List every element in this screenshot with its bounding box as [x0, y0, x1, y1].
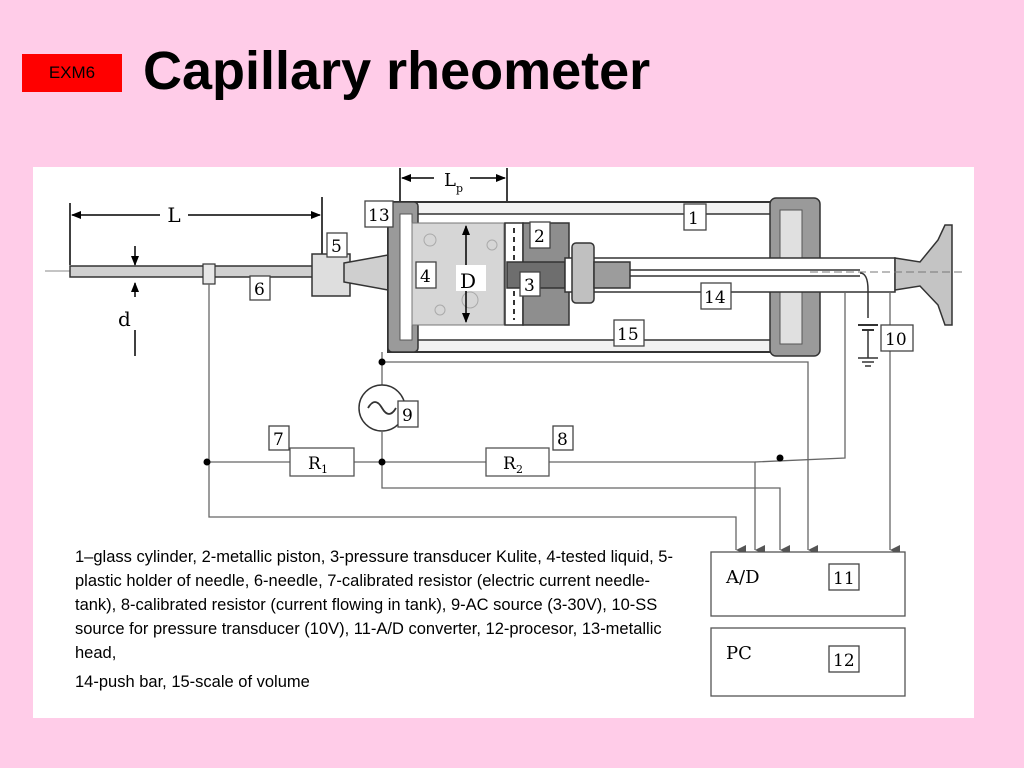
callout-11: 11 [828, 563, 860, 591]
slide-badge: EXM6 [22, 54, 122, 92]
callout-1: 1 [683, 203, 707, 231]
resistor-r2: R 2 [485, 447, 550, 477]
legend-line-2: 14-push bar, 15-scale of volume [75, 673, 310, 691]
needle-holder [311, 253, 389, 297]
svg-text:A/D: A/D [725, 567, 760, 588]
svg-text:13: 13 [368, 206, 390, 226]
svg-text:5: 5 [331, 237, 342, 257]
callout-5: 5 [326, 232, 348, 258]
svg-text:10: 10 [885, 330, 907, 350]
resistor-r1: R 1 [289, 447, 355, 477]
callout-15: 15 [613, 319, 645, 347]
legend-line-1: 1–glass cylinder, 2-metallic piston, 3-p… [75, 548, 673, 662]
svg-text:R: R [503, 454, 517, 474]
callout-9: 9 [397, 400, 419, 428]
label-d: d [118, 307, 131, 331]
svg-text:8: 8 [557, 430, 568, 450]
callout-10: 10 [880, 324, 914, 352]
callout-2: 2 [529, 221, 551, 249]
needle [45, 263, 315, 285]
tested-liquid: D [411, 222, 505, 326]
dimension-L: L [69, 197, 323, 265]
svg-text:12: 12 [833, 651, 855, 671]
svg-text:1: 1 [688, 209, 699, 229]
callout-13: 13 [364, 200, 394, 228]
callout-6: 6 [249, 275, 271, 301]
dimension-Lp: L p [399, 168, 508, 215]
label-D: D [460, 269, 476, 293]
ad-converter-box: A/D [710, 551, 906, 617]
callout-7: 7 [268, 425, 290, 451]
slide-title: Capillary rheometer [143, 41, 651, 101]
label-L: L [167, 203, 180, 227]
dimension-d: d [118, 246, 139, 356]
svg-text:15: 15 [617, 325, 639, 345]
svg-text:2: 2 [516, 463, 523, 476]
svg-text:2: 2 [534, 227, 545, 247]
callout-8: 8 [552, 425, 574, 451]
svg-text:7: 7 [273, 430, 284, 450]
callout-12: 12 [828, 645, 860, 673]
diagram-legend: 1–glass cylinder, 2-metallic piston, 3-p… [75, 545, 675, 694]
svg-text:1: 1 [321, 463, 328, 476]
plunger-handle [810, 224, 962, 326]
svg-text:14: 14 [704, 288, 726, 308]
svg-text:3: 3 [524, 276, 535, 296]
callout-3: 3 [519, 271, 541, 297]
svg-text:PC: PC [726, 643, 752, 664]
callout-4: 4 [415, 261, 437, 289]
label-Lp-sub: p [456, 182, 463, 195]
label-Lp: L [444, 170, 456, 191]
svg-text:9: 9 [402, 406, 413, 426]
svg-text:11: 11 [833, 569, 855, 589]
callout-14: 14 [700, 282, 732, 310]
svg-text:R: R [308, 454, 322, 474]
pc-box: PC [710, 627, 906, 697]
svg-text:4: 4 [420, 267, 431, 287]
svg-text:6: 6 [254, 280, 265, 300]
ss-source [858, 324, 878, 367]
callouts: 1 2 3 4 5 6 7 8 9 10 11 12 13 14 15 [249, 200, 914, 673]
